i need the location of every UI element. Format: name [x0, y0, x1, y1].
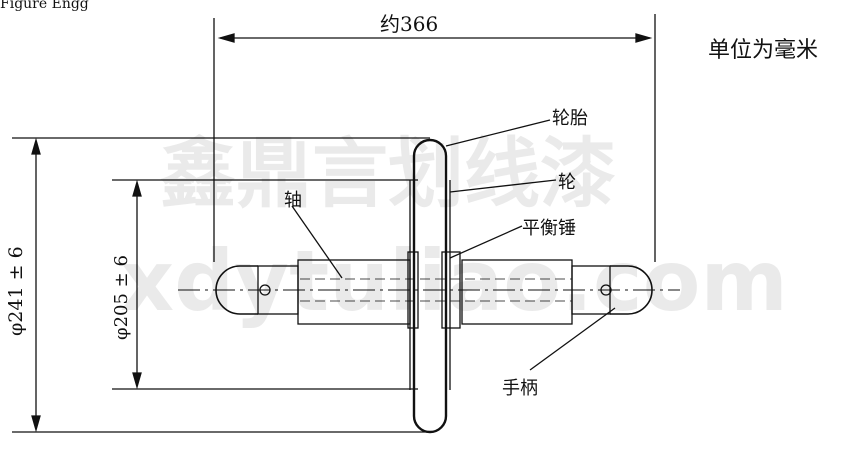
left-handle-grip	[215, 265, 258, 315]
length-dimension-label: 约366	[380, 12, 439, 36]
dim-arrow-outer-bottom	[31, 415, 41, 433]
inner-diameter-label: φ205 ± 6	[111, 255, 132, 340]
dim-arrow-inner-top	[132, 179, 142, 197]
right-handle-grip	[610, 265, 653, 315]
outer-diameter-label: φ241 ± 6	[5, 246, 27, 336]
leader-wheel	[449, 179, 557, 193]
left-axle-segment	[297, 259, 411, 325]
right-handle-pin	[600, 284, 612, 296]
tire-label: 轮胎	[552, 108, 588, 129]
leader-handle	[529, 307, 616, 371]
tire-outline	[412, 138, 448, 434]
wheel-label: 轮	[558, 172, 576, 193]
leader-axle	[291, 205, 343, 279]
handle-label: 手柄	[502, 378, 538, 399]
dim-arrow-left	[217, 33, 235, 43]
counterweight-plate	[441, 251, 461, 329]
left-handle-pin	[259, 284, 271, 296]
hub-left	[407, 251, 419, 329]
counterweight-label: 平衡锤	[522, 218, 576, 239]
dim-arrow-right	[635, 33, 653, 43]
right-axle-segment	[461, 259, 573, 325]
dim-arrow-outer-top	[31, 137, 41, 155]
right-handle-sleeve	[571, 265, 611, 315]
leader-counterweight	[449, 225, 523, 259]
figure-header-fragment: Figure Engg	[0, 0, 89, 12]
dim-arrow-inner-bottom	[132, 372, 142, 390]
axle-label: 轴	[284, 190, 302, 211]
unit-note: 单位为毫米	[708, 38, 819, 63]
leader-tire	[445, 119, 551, 147]
